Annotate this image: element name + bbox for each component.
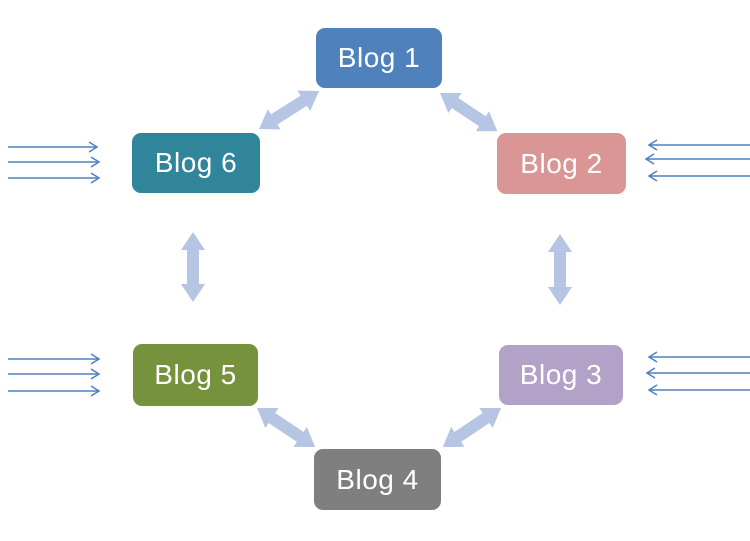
connectors (181, 90, 572, 447)
node-label: Blog 1 (337, 42, 421, 73)
node-blog-4: Blog 4 (314, 449, 441, 510)
node-label: Blog 2 (520, 147, 603, 179)
node-blog-6: Blog 6 (132, 133, 260, 193)
connector-blog5-blog4-double-arrow-icon (257, 408, 316, 447)
node-blog-3: Blog 3 (499, 345, 623, 405)
node-label: Blog 6 (154, 147, 238, 178)
inbound-arrows-blog3 (645, 351, 750, 396)
connector-blog3-blog4-double-arrow-icon (442, 408, 501, 447)
connector-blog1-blog2-double-arrow-icon (440, 93, 498, 132)
node-blog-5: Blog 5 (133, 344, 258, 406)
inbound-arrows-blog6 (8, 141, 101, 184)
inbound-arrows-blog5 (8, 353, 101, 397)
node-label: Blog 4 (336, 463, 419, 495)
connector-blog2-blog3-double-arrow-icon (548, 234, 572, 305)
node-label: Blog 5 (154, 359, 237, 390)
inbound-arrows-blog2 (644, 139, 750, 182)
node-blog-2: Blog 2 (497, 133, 626, 194)
node-blog-1: Blog 1 (316, 28, 442, 88)
connector-blog6-blog1-double-arrow-icon (259, 90, 320, 130)
connector-blog6-blog5-double-arrow-icon (181, 232, 205, 302)
node-label: Blog 3 (519, 359, 603, 390)
